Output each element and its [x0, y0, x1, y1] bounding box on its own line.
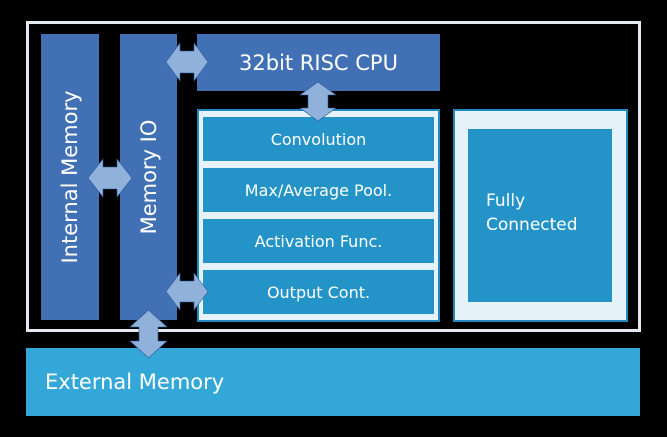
io-cpu-arrow-icon — [165, 42, 209, 82]
internal-io-arrow-icon — [87, 158, 133, 198]
fully-connected-block: Fully Connected — [468, 129, 612, 302]
external-memory-block: External Memory — [26, 348, 640, 416]
cpu-convolution-arrow-icon — [299, 81, 337, 122]
double-arrow-vertical-shape — [129, 309, 168, 359]
pooling-label: Max/Average Pool. — [244, 180, 393, 200]
double-arrow-horizontal-shape — [87, 158, 133, 198]
double-arrow-vertical-shape — [299, 81, 337, 122]
double-arrow-horizontal-shape — [165, 42, 209, 82]
chip-boundary — [26, 21, 641, 332]
internal-memory-label: Internal Memory — [58, 90, 82, 264]
cpu-label: 32bit RISC CPU — [239, 50, 398, 75]
output-control-label: Output Cont. — [266, 282, 371, 302]
output-control-stage: Output Cont. — [203, 270, 434, 314]
pooling-stage: Max/Average Pool. — [203, 168, 434, 212]
convolution-stage: Convolution — [203, 117, 434, 161]
cnn-pipeline-block: Convolution Max/Average Pool. Activation… — [197, 109, 440, 322]
activation-stage: Activation Func. — [203, 219, 434, 263]
external-memory-label: External Memory — [45, 370, 225, 394]
activation-label: Activation Func. — [254, 231, 383, 251]
io-output-arrow-icon — [165, 272, 209, 311]
memory-io-label: Memory IO — [136, 119, 161, 235]
fully-connected-label-line1: Fully — [486, 191, 526, 211]
io-external-arrow-icon — [129, 309, 168, 359]
convolution-label: Convolution — [270, 129, 367, 149]
fully-connected-label-line2: Connected — [486, 215, 578, 235]
double-arrow-horizontal-shape — [165, 272, 209, 311]
cpu-block: 32bit RISC CPU — [197, 34, 440, 91]
